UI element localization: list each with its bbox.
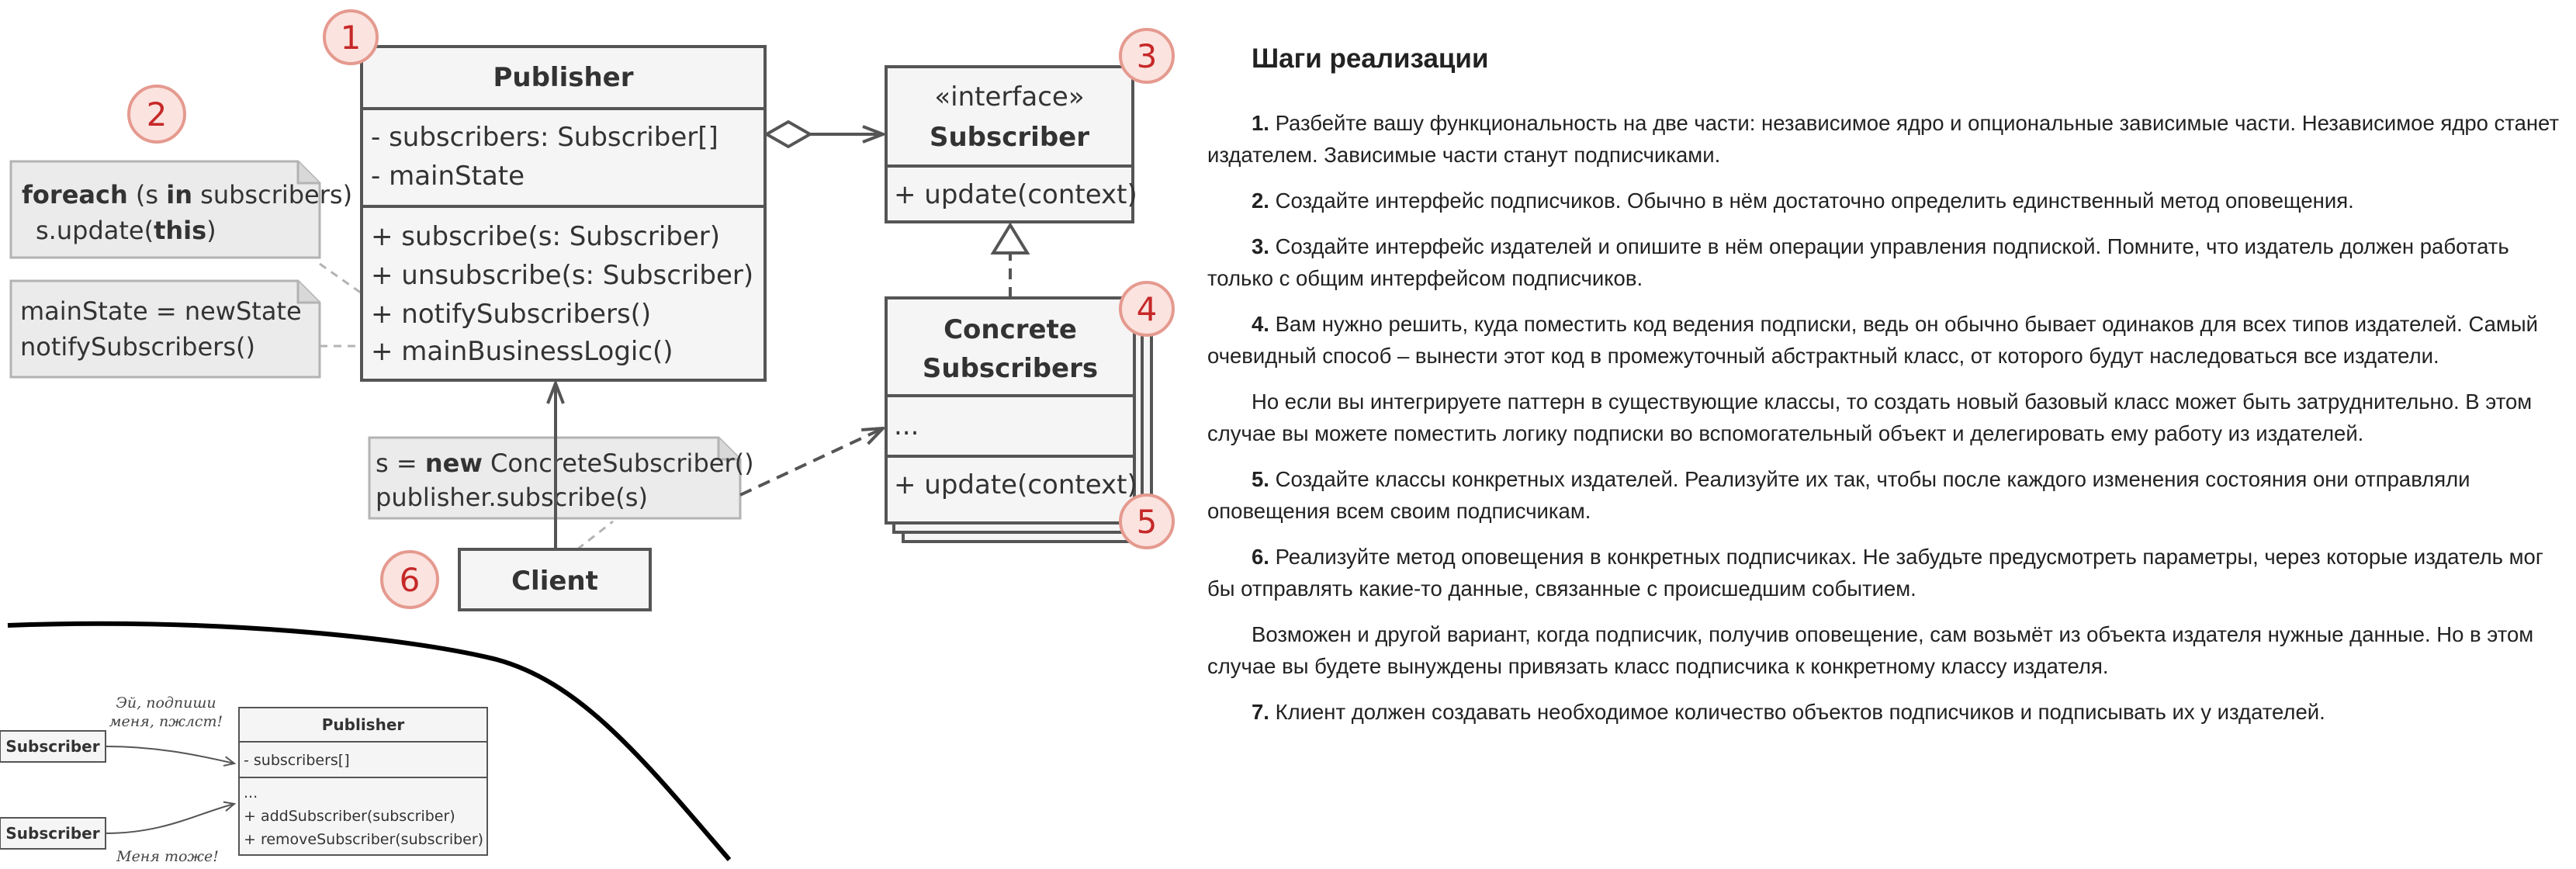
mini-speech-2: Меня тоже! — [116, 848, 219, 865]
publisher-title: Publisher — [493, 62, 633, 93]
uml-diagram: foreach (s in subscribers) s.update(this… — [0, 9, 1175, 865]
step-6: 6. Реализуйте метод оповещения в конкрет… — [1207, 545, 2543, 601]
note-client: s = new ConcreteSubscriber() publisher.s… — [368, 436, 754, 520]
note-state-line1: mainState = newState — [20, 296, 302, 326]
mini-subscriber-2: Subscriber — [0, 817, 106, 850]
note-foreach-line1: foreach (s in subscribers) — [22, 180, 352, 209]
client-class: Client — [458, 548, 652, 611]
concrete-method-update: + update(context) — [894, 469, 1137, 500]
mini-speech-1-line2: меня, пжлст! — [109, 713, 223, 730]
realization-connector — [990, 222, 1030, 298]
subscriber-stereotype: «interface» — [934, 81, 1084, 113]
client-note-connector — [576, 520, 614, 551]
subscriber-method-update: + update(context) — [894, 179, 1137, 210]
note-client-line2: publisher.subscribe(s) — [376, 483, 648, 512]
subscriber-interface: «interface» Subscriber + update(context) — [885, 65, 1137, 223]
subscriber-title: Subscriber — [930, 122, 1089, 153]
step-2: 2. Создайте интерфейс подписчиков. Обычн… — [1252, 189, 2354, 213]
mini-subscriber-1: Subscriber — [0, 730, 106, 763]
note-state-line2: notifySubscribers() — [20, 332, 255, 362]
concrete-title-line1: Concrete — [943, 314, 1077, 345]
mini-publisher-dots: ... — [244, 784, 258, 801]
note-connector-foreach — [319, 262, 362, 295]
note-state: mainState = newState notifySubscribers() — [9, 279, 321, 379]
step-6-continued: Возможен и другой вариант, когда подписч… — [1207, 622, 2534, 678]
mini-publisher: Publisher - subscribers[] ... + addSubsc… — [238, 707, 488, 856]
mini-subscriber-2-label: Subscriber — [5, 824, 99, 843]
client-concrete-connector — [739, 428, 883, 497]
mini-publisher-field: - subscribers[] — [244, 752, 350, 769]
step-1: 1. Разбейте вашу функциональность на две… — [1207, 111, 2560, 167]
note-foreach: foreach (s in subscribers) s.update(this… — [9, 160, 352, 259]
concrete-fields: ... — [894, 410, 919, 441]
step-4-continued: Но если вы интегрируете паттерн в сущест… — [1207, 389, 2533, 445]
mini-speech-1-line1: Эй, подпиши — [116, 694, 216, 711]
implementation-steps: Шаги реализации 1. Разбейте вашу функцио… — [1207, 40, 2573, 742]
note-client-line1: s = new ConcreteSubscriber() — [376, 448, 754, 478]
svg-text:3: 3 — [1137, 37, 1158, 75]
note-foreach-line2: s.update(this) — [36, 216, 216, 245]
svg-text:1: 1 — [341, 19, 362, 57]
mini-publisher-method-remove: + removeSubscriber(subscriber) — [244, 831, 483, 848]
mini-diagram: Publisher - subscribers[] ... + addSubsc… — [0, 694, 488, 865]
svg-text:5: 5 — [1137, 503, 1158, 541]
mini-publisher-method-add: + addSubscriber(subscriber) — [244, 808, 455, 825]
svg-text:2: 2 — [147, 95, 168, 133]
svg-text:6: 6 — [400, 561, 421, 599]
publisher-field-mainstate: - mainState — [371, 161, 525, 192]
marker-4: 4 — [1119, 281, 1175, 337]
step-5: 5. Создайте классы конкретных издателей.… — [1207, 467, 2470, 523]
client-title: Client — [511, 566, 598, 597]
marker-5: 5 — [1119, 493, 1175, 549]
steps-heading: Шаги реализации — [1252, 43, 1489, 74]
marker-3: 3 — [1119, 28, 1175, 84]
publisher-method-mainlogic: + mainBusinessLogic() — [371, 336, 673, 367]
concrete-subscribers-class: Concrete Subscribers ... + update(contex… — [885, 296, 1153, 543]
divider-curve — [7, 621, 732, 861]
mini-arrow-2 — [105, 804, 234, 834]
marker-2: 2 — [127, 85, 186, 144]
mini-publisher-title: Publisher — [322, 715, 405, 734]
svg-text:4: 4 — [1137, 290, 1158, 328]
mini-subscriber-1-label: Subscriber — [5, 737, 99, 756]
publisher-method-subscribe: + subscribe(s: Subscriber) — [371, 221, 720, 252]
step-4: 4. Вам нужно решить, куда поместить код … — [1207, 312, 2538, 368]
aggregation-connector — [763, 119, 883, 149]
concrete-title-line2: Subscribers — [923, 353, 1098, 384]
publisher-class: Publisher - subscribers: Subscriber[] - … — [360, 45, 767, 382]
step-7: 7. Клиент должен создавать необходимое к… — [1252, 700, 2325, 724]
marker-6: 6 — [380, 550, 439, 609]
publisher-field-subscribers: - subscribers: Subscriber[] — [371, 122, 718, 153]
mini-arrow-1 — [105, 746, 234, 763]
publisher-method-unsubscribe: + unsubscribe(s: Subscriber) — [371, 260, 753, 291]
publisher-method-notify: + notifySubscribers() — [371, 299, 651, 330]
step-3: 3. Создайте интерфейс издателей и опишит… — [1207, 234, 2509, 290]
marker-1: 1 — [323, 9, 379, 65]
